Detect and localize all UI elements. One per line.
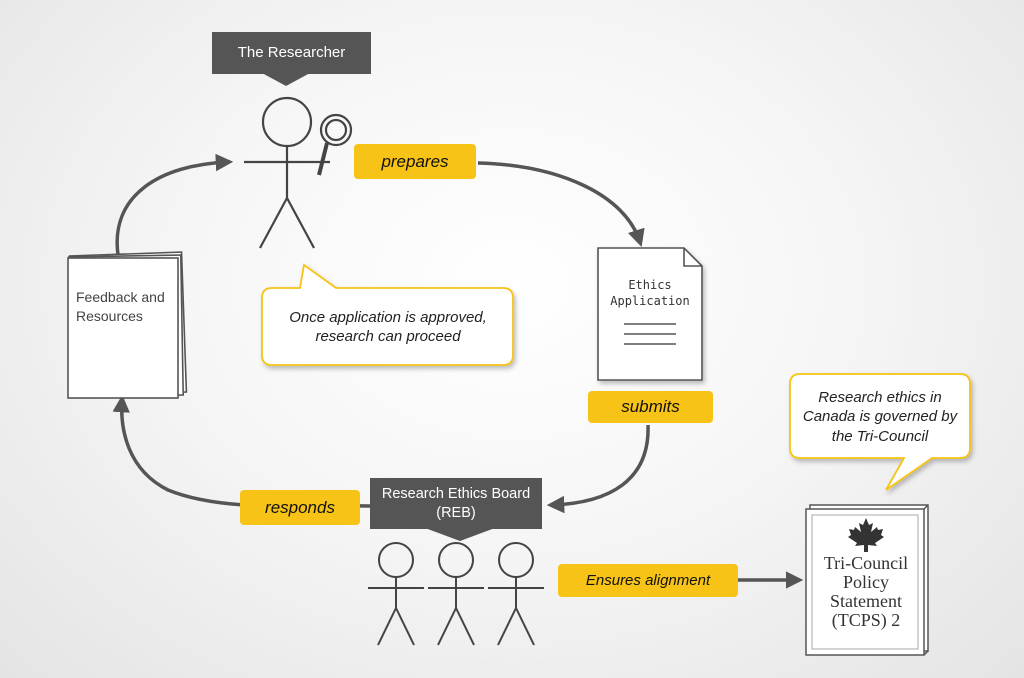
researcher-figure-icon xyxy=(244,96,330,249)
tcps-book-label: Tri-Council Policy Statement (TCPS) 2 xyxy=(823,553,909,630)
maple-leaf-icon xyxy=(848,518,884,552)
approved-callout-text: Once application is approved, research c… xyxy=(289,308,487,346)
governed-callout-bubble xyxy=(789,373,971,491)
researcher-banner: The Researcher xyxy=(212,32,371,74)
reb-figure-1-icon xyxy=(368,542,424,646)
approved-callout-bubble xyxy=(261,263,514,366)
submits-label: submits xyxy=(588,391,713,423)
governed-callout-text: Research ethics in Canada is governed by… xyxy=(802,388,958,445)
prepares-label: prepares xyxy=(354,144,476,179)
feedback-document-icon xyxy=(67,251,188,399)
ensures-alignment-label: Ensures alignment xyxy=(558,564,738,597)
responds-label: responds xyxy=(240,490,360,525)
reb-figure-2-icon xyxy=(428,542,484,646)
arrow-application-to-reb xyxy=(546,424,650,514)
reb-figure-3-icon xyxy=(488,542,544,646)
application-document-icon xyxy=(597,247,703,381)
feedback-document-label: Feedback and Resources xyxy=(76,289,165,324)
reb-banner: Research Ethics Board (REB) xyxy=(370,478,542,529)
arrow-prepares-to-application xyxy=(477,161,645,247)
application-document-label: Ethics Application xyxy=(610,278,690,308)
arrow-feedback-to-researcher xyxy=(115,153,234,256)
magnifier-icon xyxy=(317,113,353,176)
